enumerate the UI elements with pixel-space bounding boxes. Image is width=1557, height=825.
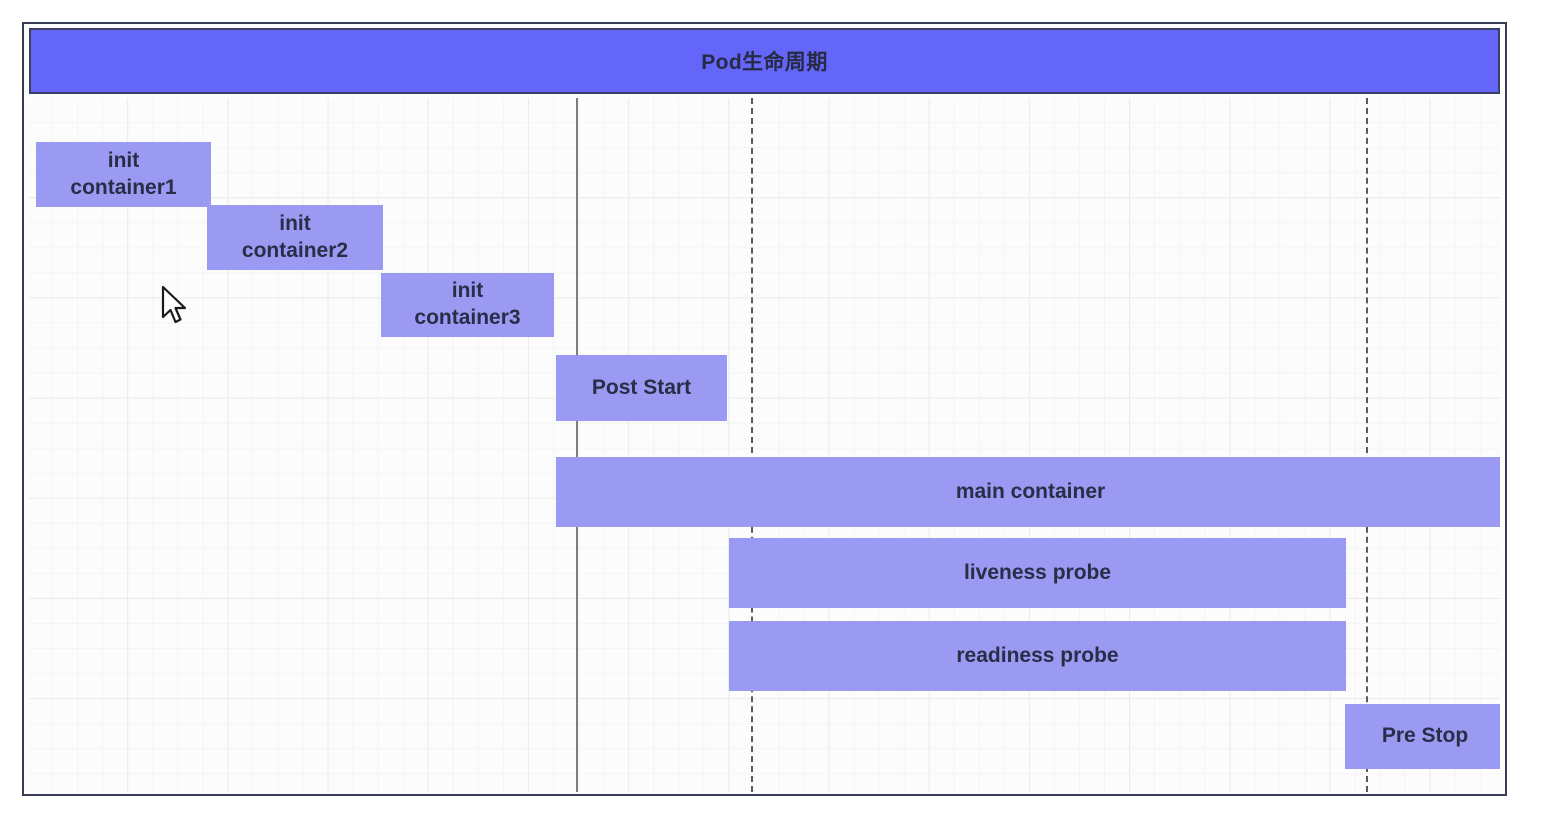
diagram-title-bar: Pod生命周期 [29, 28, 1500, 94]
timeline-bar-label: init container3 [414, 279, 521, 329]
timeline-bar-label: Pre Stop [1381, 724, 1469, 748]
timeline-bar-post-start[interactable]: Post Start [556, 355, 727, 421]
timeline-bar-init-container-2[interactable]: init container2 [207, 205, 383, 270]
timeline-bar-label: main container [955, 479, 1106, 503]
timeline-bar-pre-stop[interactable]: Pre Stop [1345, 704, 1500, 769]
timeline-bar-init-container-3[interactable]: init container3 [381, 273, 554, 337]
timeline-plot-area: init container1 init container2 init conta… [29, 98, 1500, 792]
timeline-bar-label: init container1 [70, 148, 177, 199]
timeline-bar-main-container[interactable]: main container [556, 457, 1500, 527]
container-ready-line [751, 98, 753, 792]
timeline-bar-init-container-1[interactable]: init container1 [36, 142, 211, 207]
timeline-bar-liveness-probe[interactable]: liveness probe [729, 538, 1346, 608]
timeline-bar-label: readiness probe [956, 643, 1119, 667]
page-title: Pod生命周期 [701, 51, 828, 74]
timeline-bar-readiness-probe[interactable]: readiness probe [729, 621, 1346, 691]
timeline-bar-label: liveness probe [963, 560, 1112, 584]
init-phase-end-line [576, 98, 578, 792]
termination-start-line [1366, 98, 1368, 792]
timeline-bar-label: init container2 [241, 211, 349, 262]
timeline-bar-label: Post Start [591, 375, 692, 399]
